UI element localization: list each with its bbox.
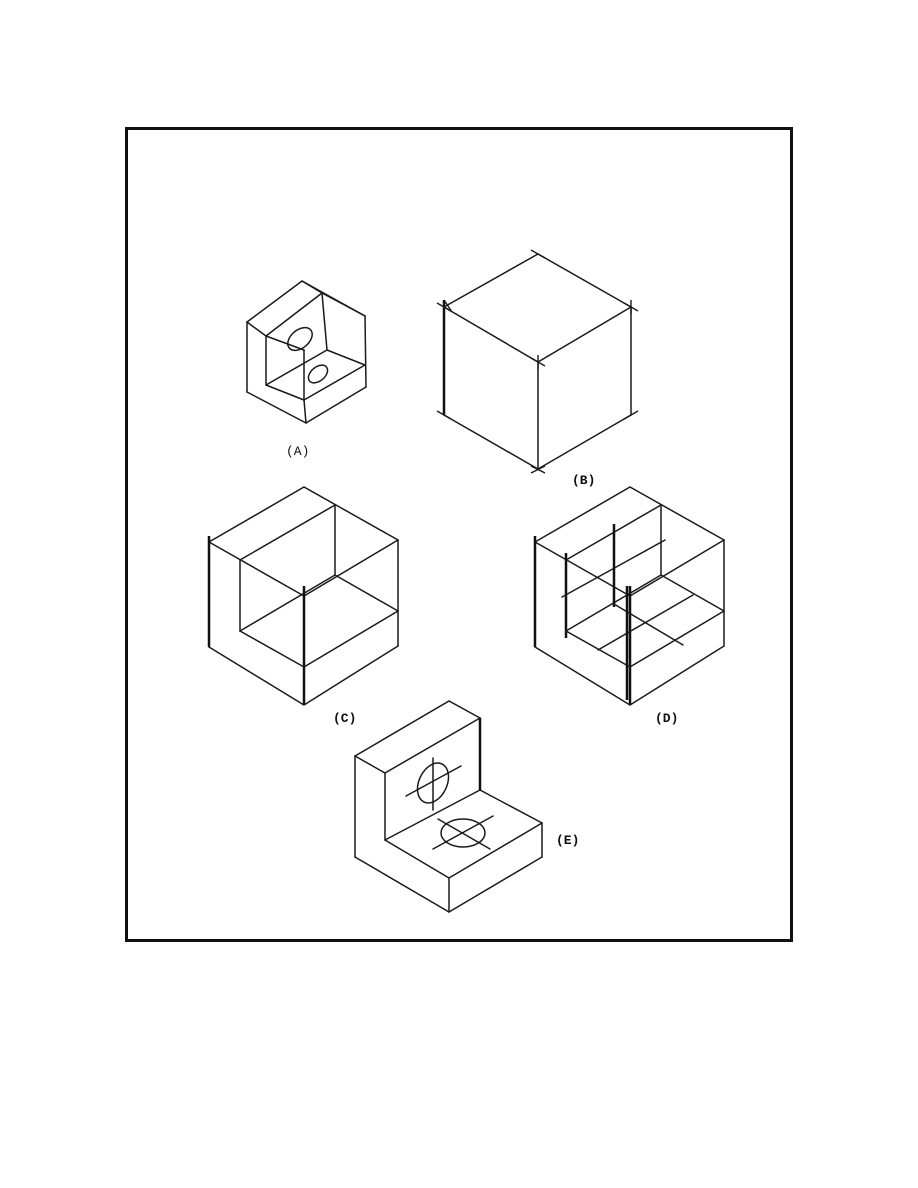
- view-c: (C): [207, 486, 399, 726]
- figure-frame: [125, 127, 793, 942]
- view-b: (B): [436, 249, 639, 488]
- label-a: (A): [286, 444, 309, 459]
- label-e: (E): [556, 833, 579, 848]
- view-e: (E): [354, 700, 579, 913]
- view-a: (A): [246, 280, 367, 459]
- label-d: (D): [655, 711, 678, 726]
- view-d: (D): [533, 486, 725, 726]
- label-c: (C): [333, 711, 356, 726]
- label-b: (B): [572, 473, 595, 488]
